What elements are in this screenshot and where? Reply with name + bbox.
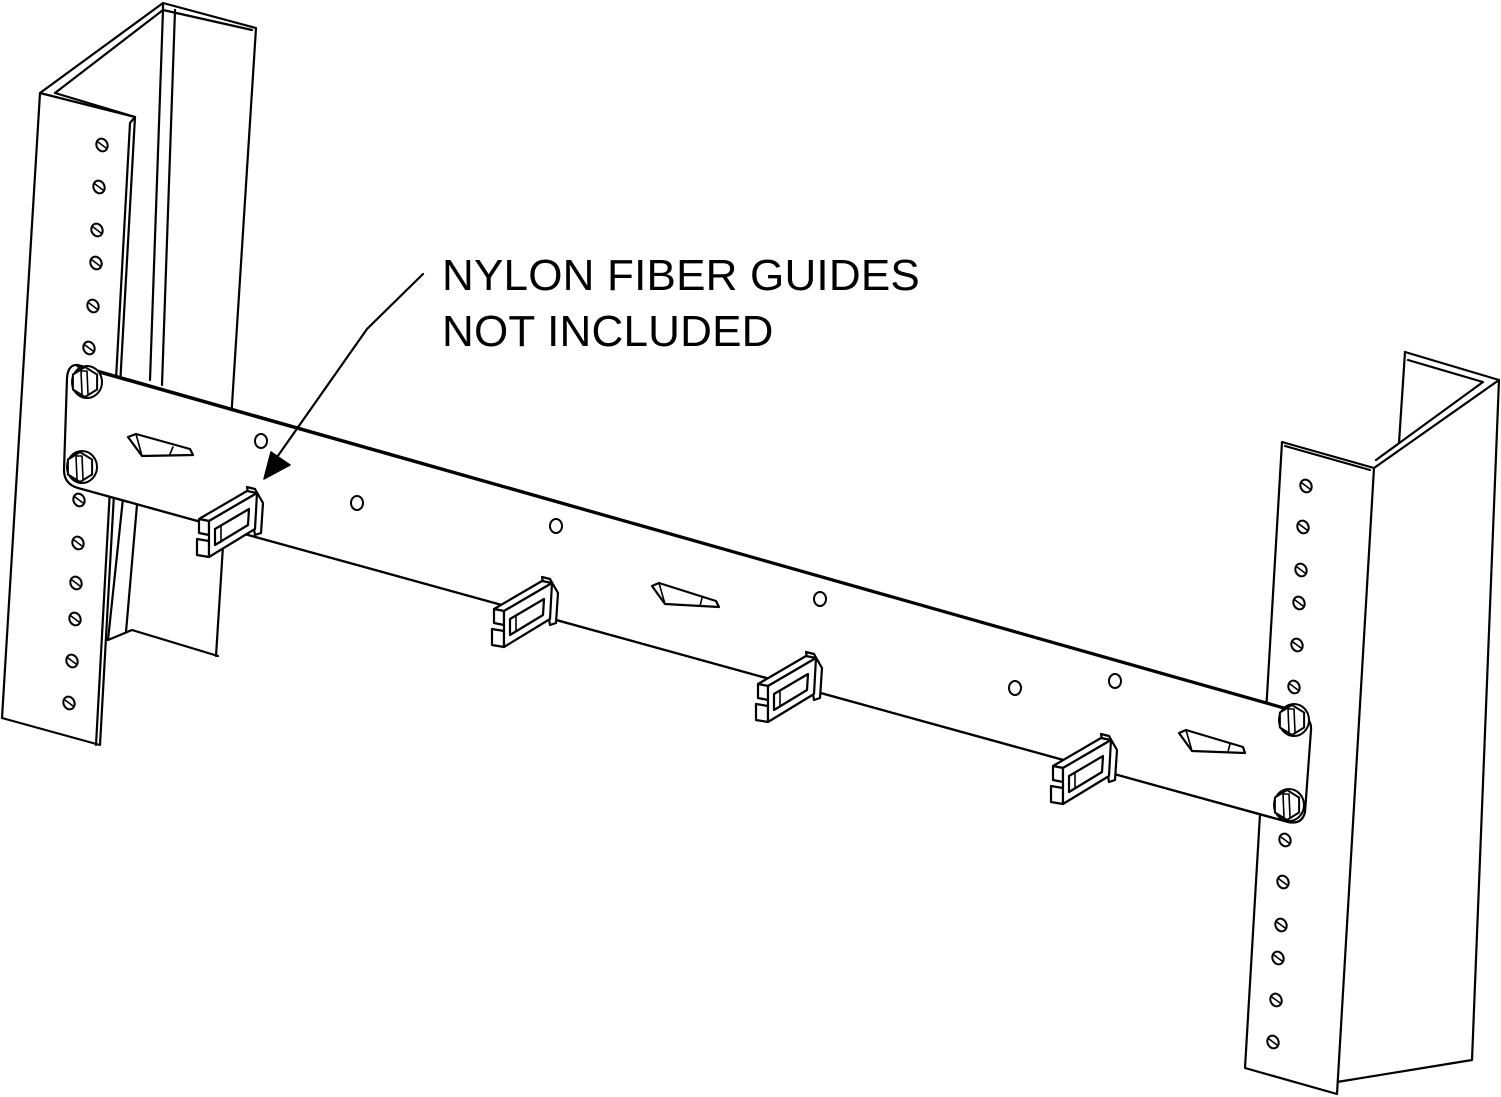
bracket-hole [350, 495, 364, 511]
bracket-hole [254, 433, 268, 449]
rail-hole [65, 653, 79, 669]
rail-hole [1299, 478, 1313, 494]
rail-hole [68, 611, 82, 627]
callout-line-1: NYLON FIBER GUIDES [442, 251, 920, 300]
left-rack-rail [0, 1, 258, 747]
cable-slot [126, 432, 195, 458]
nylon-fiber-guide [490, 575, 560, 649]
rail-hole [1287, 679, 1301, 695]
rail-hole [69, 575, 83, 591]
rail-hole [72, 492, 86, 508]
rail-hole [95, 137, 109, 153]
mounting-screws [66, 365, 1310, 822]
right-rack-rail [1243, 350, 1501, 1096]
rail-hole [1269, 992, 1283, 1008]
cable-slot [650, 581, 721, 609]
cable-slots [126, 432, 1247, 755]
rail-hole [71, 535, 85, 551]
nylon-fiber-guide [195, 485, 265, 559]
bracket-hole [813, 591, 827, 607]
bracket-hole [1008, 680, 1022, 696]
rail-hole [1296, 519, 1310, 535]
cable-slot [1177, 728, 1247, 755]
rail-hole [1294, 562, 1308, 578]
mounting-screw [66, 450, 98, 484]
arrow-head-icon [263, 451, 291, 480]
nylon-fiber-guide [1049, 732, 1119, 806]
callout-label: NYLON FIBER GUIDES NOT INCLUDED [442, 248, 920, 360]
rail-hole [90, 222, 104, 238]
rail-hole [1271, 950, 1285, 966]
rail-hole [82, 340, 96, 356]
right-rail-holes [1266, 478, 1313, 1050]
nylon-fiber-guides [195, 485, 1119, 806]
callout-line-2: NOT INCLUDED [442, 307, 774, 356]
rail-hole [1266, 1034, 1280, 1050]
rail-hole [1276, 874, 1290, 890]
rail-hole [1278, 832, 1292, 848]
rail-hole [1292, 595, 1306, 611]
bracket-hole [1108, 673, 1122, 689]
rail-hole [89, 255, 103, 271]
callout-leader [263, 272, 425, 480]
rail-hole [1274, 917, 1288, 933]
nylon-fiber-guide [754, 650, 824, 724]
rail-hole [1290, 637, 1304, 653]
bracket-hole [549, 518, 563, 534]
left-rail-holes [62, 137, 109, 711]
rail-hole [86, 298, 100, 314]
rail-hole [92, 179, 106, 195]
mounting-screw [1273, 788, 1305, 822]
bracket-holes [254, 433, 1122, 696]
mounting-screw [1278, 703, 1310, 737]
rail-hole [62, 695, 76, 711]
mounting-screw [71, 365, 103, 399]
